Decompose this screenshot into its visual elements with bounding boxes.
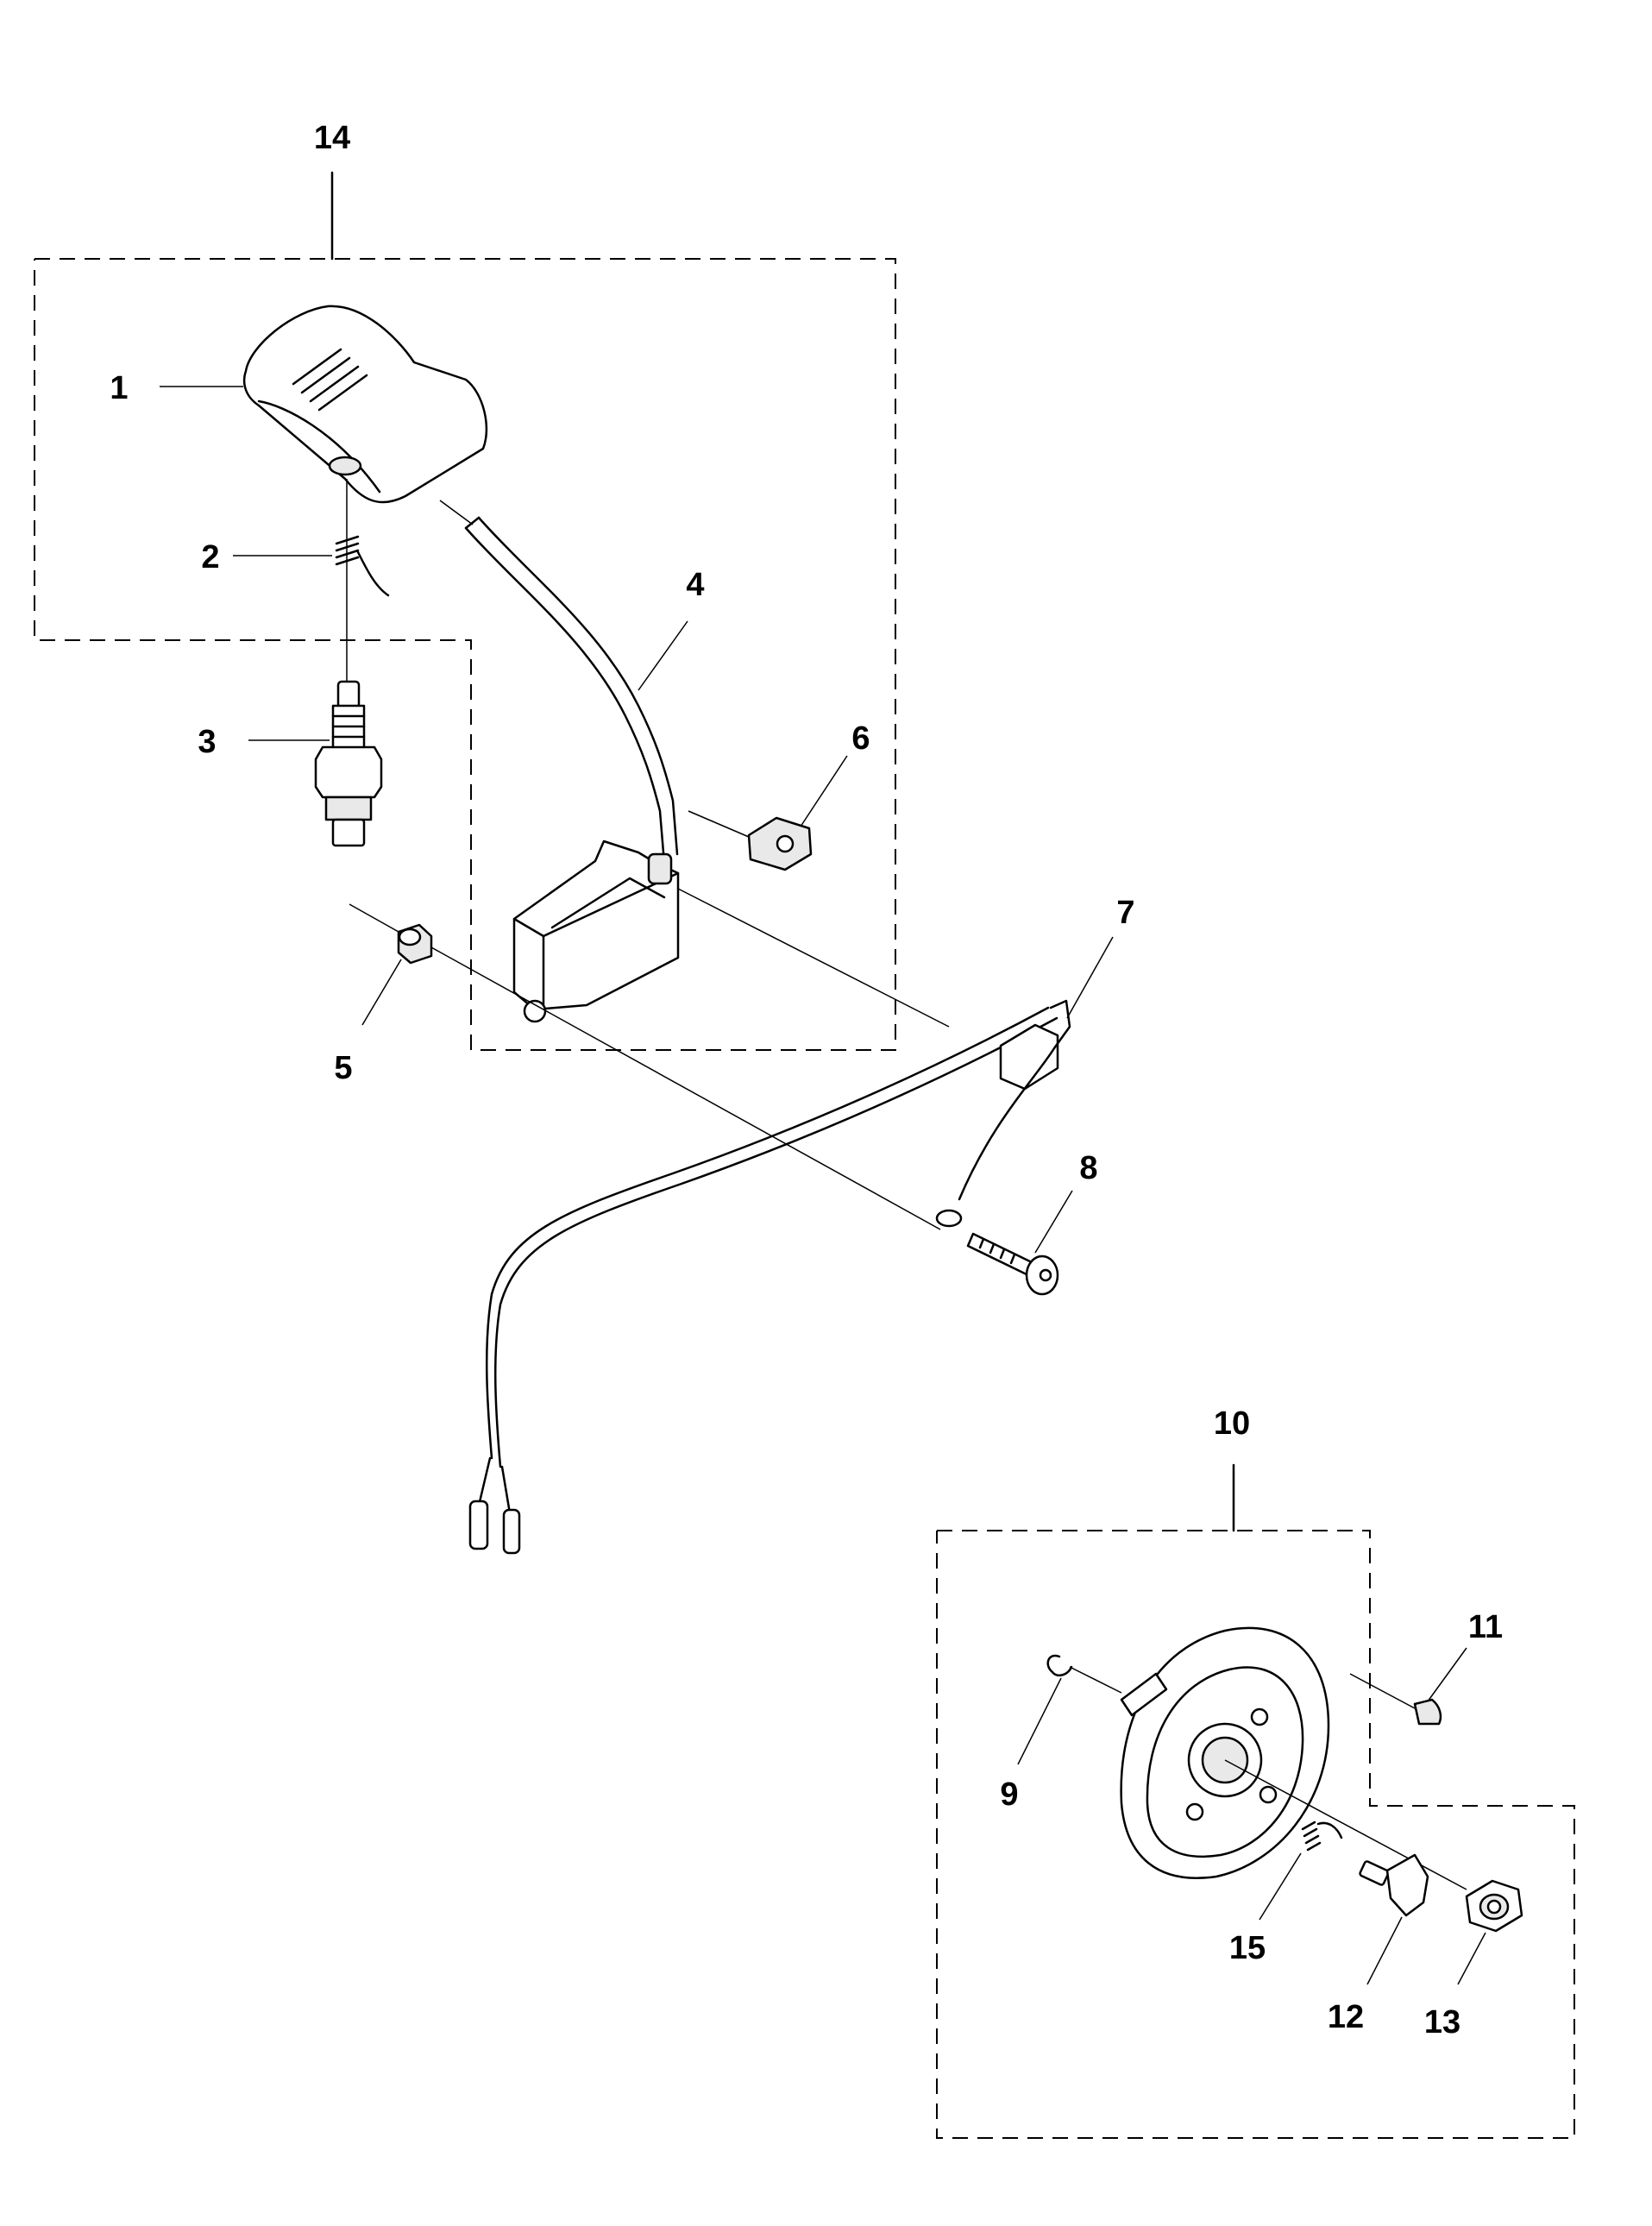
ignition-lead xyxy=(439,500,688,865)
callout-12: 12 xyxy=(1328,1999,1364,2035)
callout-2: 2 xyxy=(201,539,219,575)
callout-9: 9 xyxy=(1000,1776,1018,1813)
callout-15: 15 xyxy=(1229,1930,1266,1966)
callout-8: 8 xyxy=(1079,1150,1097,1186)
cap-spring xyxy=(233,535,390,597)
stop-cable xyxy=(468,936,1114,1555)
mounting-sleeve xyxy=(349,903,433,1026)
ignition-module xyxy=(512,839,950,1028)
clutch-spring xyxy=(1259,1820,1343,1921)
lead-grommet xyxy=(688,755,848,871)
clutch-assembly xyxy=(1069,1626,1467,1890)
group-10-boundary xyxy=(936,1463,1575,2139)
callout-13: 13 xyxy=(1424,2004,1460,2040)
callout-10: 10 xyxy=(1214,1405,1250,1442)
callout-6: 6 xyxy=(851,720,870,757)
callout-7: 7 xyxy=(1116,895,1134,931)
module-screw xyxy=(966,1190,1073,1296)
callout-14: 14 xyxy=(314,120,350,156)
callout-11: 11 xyxy=(1468,1609,1503,1645)
clutch-pin xyxy=(1359,1853,1429,1985)
clutch-nut xyxy=(1457,1879,1523,1985)
callout-1: 1 xyxy=(110,370,128,406)
woodruff-key xyxy=(1349,1647,1467,1726)
callout-3: 3 xyxy=(198,724,216,760)
screw-axis-line xyxy=(430,946,941,1230)
spark-plug-cap xyxy=(160,305,488,504)
group-14-boundary xyxy=(34,171,896,1051)
callout-5: 5 xyxy=(334,1050,352,1086)
spark-plug xyxy=(248,680,383,847)
circlip xyxy=(1017,1654,1073,1765)
callout-4: 4 xyxy=(686,567,704,603)
